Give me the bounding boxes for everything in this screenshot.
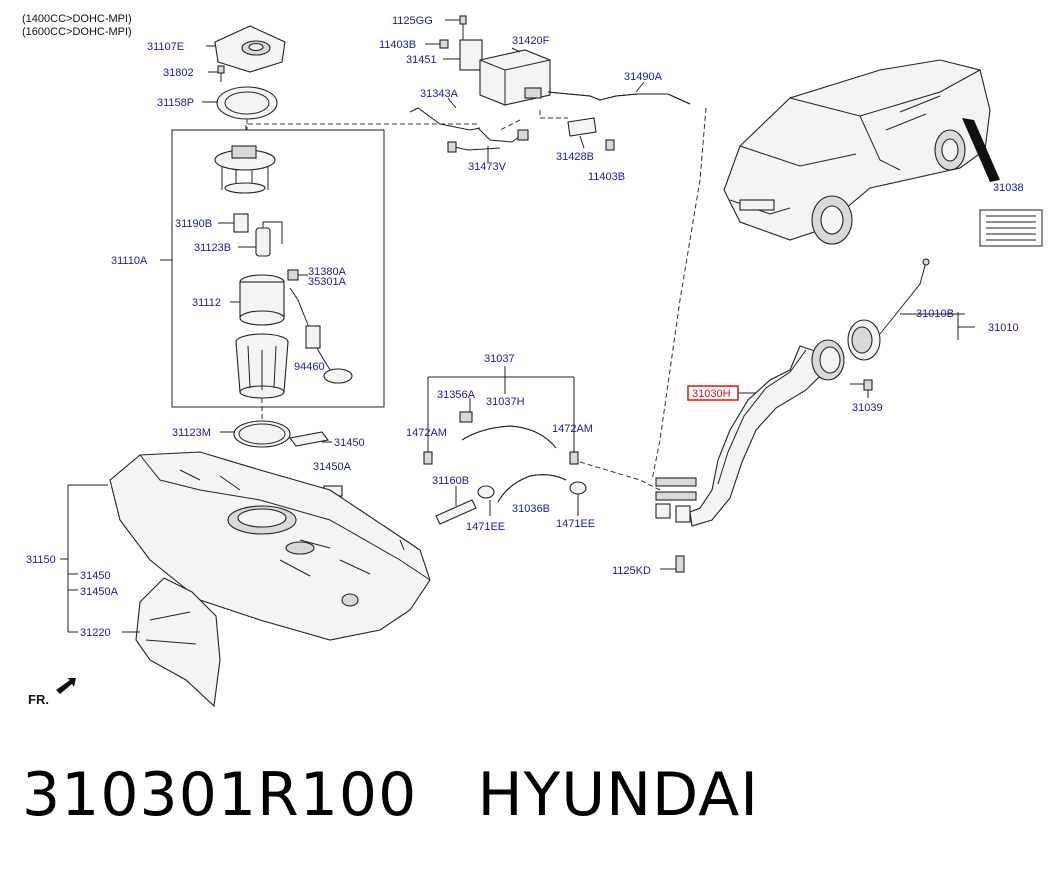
fuel-cap-part: [847, 258, 930, 361]
front-marker: FR.: [28, 692, 49, 707]
label-31380a: 31380A: [308, 266, 347, 278]
label-31037: 31037: [484, 353, 515, 365]
front-arrow-icon: [56, 678, 76, 694]
label-31473v: 31473V: [468, 161, 507, 173]
label-31160b: 31160B: [432, 475, 469, 487]
label-31490a: 31490A: [624, 71, 663, 83]
label-31150: 31150: [26, 554, 56, 566]
label-31038: 31038: [993, 182, 1024, 194]
label-1472am-right: 1472AM: [552, 423, 593, 435]
clamp-right: [569, 451, 579, 465]
clamp-left: [423, 451, 433, 465]
pump-flange-part: [214, 145, 276, 194]
label-1471ee-right: 1471EE: [556, 518, 595, 530]
label-31450-bottom: 31450: [80, 570, 111, 582]
engine-note-1400: (1400CC>DOHC-MPI): [22, 13, 132, 25]
label-31450-top: 31450: [334, 437, 365, 449]
filter-part-31190b: [233, 213, 249, 233]
highlight-box: [687, 385, 739, 401]
label-31451: 31451: [406, 54, 437, 66]
vehicle-illustration: [723, 59, 991, 245]
vapor-hose-assembly: [409, 107, 529, 153]
label-31220: 31220: [80, 627, 111, 639]
clip-31356a: [459, 411, 473, 423]
clamp-1471ee-left: [477, 485, 495, 499]
label-31343a: 31343A: [420, 88, 459, 100]
label-31030h: 31030H: [692, 388, 731, 400]
label-31802: 31802: [163, 67, 194, 79]
canister-bracket: [425, 15, 483, 71]
label-31037h: 31037H: [486, 396, 525, 408]
label-11403b-bottom: 11403B: [588, 171, 625, 183]
lock-ring-part: [216, 86, 278, 120]
label-94460: 94460: [294, 361, 325, 373]
label-31450a-top: 31450A: [313, 461, 352, 473]
label-11403b-top: 11403B: [379, 39, 416, 51]
fuel-label-sticker: [979, 209, 1043, 247]
bracket-31428b: [567, 117, 615, 151]
label-31110a: 31110A: [111, 255, 148, 267]
fuel-sender-part: [289, 287, 353, 384]
label-1472am-left: 1472AM: [406, 427, 447, 439]
reservoir-cup-part: [235, 333, 289, 399]
sensor-part: [287, 269, 308, 281]
pump-cover-part: [214, 25, 286, 73]
filler-neck-part: [655, 339, 845, 527]
label-31036b: 31036B: [512, 503, 550, 515]
label-31123b: 31123B: [194, 242, 231, 254]
fuel-tank-part: [109, 451, 431, 641]
label-1125kd: 1125KD: [612, 565, 651, 577]
label-31450a-bottom: 31450A: [80, 586, 119, 598]
label-1471ee-left: 1471EE: [466, 521, 505, 533]
bolt-31802: [208, 65, 225, 82]
label-1125gg: 1125GG: [392, 15, 433, 27]
label-31428b: 31428B: [556, 151, 594, 163]
label-31010b: 31010B: [916, 308, 954, 320]
label-31356a: 31356A: [437, 389, 476, 401]
bolt-1125kd: [675, 555, 685, 573]
canister-part: [479, 49, 551, 106]
label-31158p: 31158P: [157, 97, 194, 109]
part-number-caption: 310301R100 HYUNDAI: [22, 760, 759, 830]
heat-shield-31160b: [435, 499, 477, 525]
label-31107e: 31107E: [147, 41, 184, 53]
o-ring-part: [233, 420, 291, 448]
label-35301a: 35301A: [308, 276, 347, 288]
label-31123m: 31123M: [172, 427, 211, 439]
label-31190b: 31190B: [175, 218, 212, 230]
clamp-1471ee-right: [569, 481, 587, 495]
heat-shield-31220: [135, 577, 221, 708]
hose-31037: [461, 425, 557, 449]
label-31010: 31010: [988, 322, 1019, 334]
engine-note-1600: (1600CC>DOHC-MPI): [22, 26, 132, 38]
pump-motor-part: [255, 221, 283, 257]
bracket-31450: [289, 431, 329, 447]
bolt-31039: [863, 379, 873, 391]
pump-module-box: [171, 129, 385, 408]
label-31039: 31039: [852, 402, 883, 414]
pump-filter-part: [239, 274, 285, 326]
label-31112: 31112: [192, 297, 221, 309]
label-31420f: 31420F: [512, 35, 550, 47]
fuel-door-pointer: [962, 118, 1000, 182]
